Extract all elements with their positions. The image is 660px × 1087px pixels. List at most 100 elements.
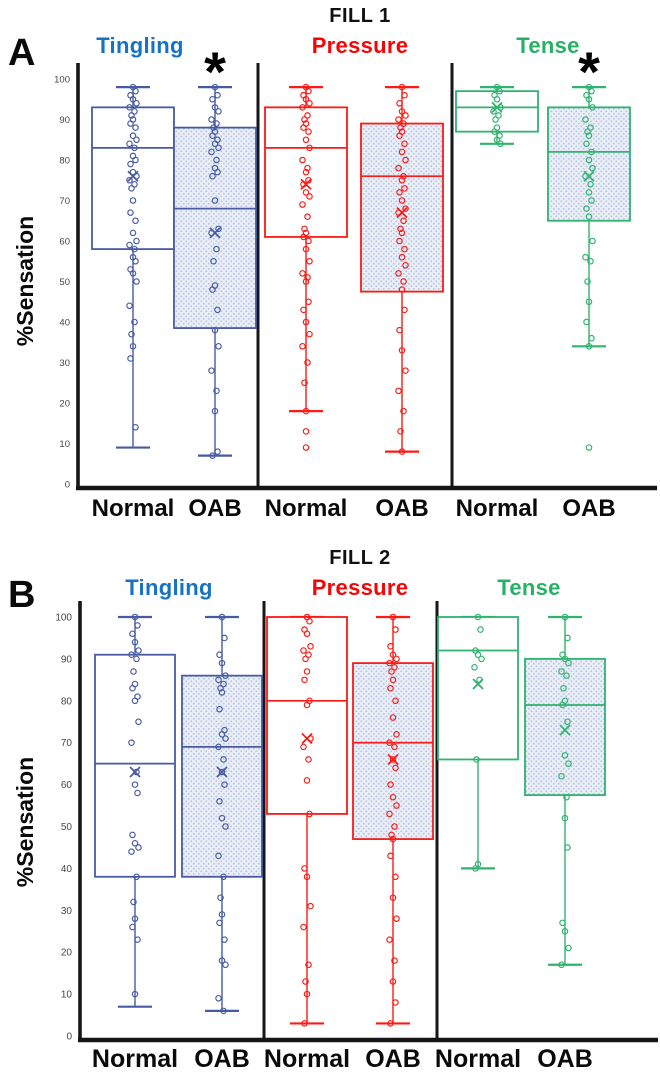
data-point — [302, 278, 310, 285]
data-point — [389, 793, 397, 801]
data-point — [135, 718, 142, 726]
data-point — [565, 760, 572, 767]
data-point — [211, 197, 219, 204]
data-point — [558, 772, 565, 780]
data-point — [221, 781, 228, 788]
data-point — [128, 185, 135, 192]
data-point — [131, 318, 138, 326]
data-point — [585, 156, 593, 164]
data-point — [402, 112, 409, 119]
data-point — [305, 651, 312, 658]
data-point — [585, 189, 593, 196]
data-point — [389, 714, 397, 721]
data-point — [559, 919, 566, 927]
data-point — [216, 798, 223, 805]
data-point — [209, 452, 216, 459]
data-point — [211, 326, 219, 334]
box-rect — [266, 616, 348, 815]
box-a-pressure-normal: Normal — [264, 83, 348, 522]
section-title-tense-b: Tense — [497, 575, 561, 600]
data-point — [387, 1020, 394, 1027]
data-point — [472, 865, 479, 872]
data-point — [132, 124, 139, 131]
data-point — [208, 116, 215, 123]
section-title-tingling-b: Tingling — [125, 575, 213, 600]
data-point — [585, 213, 593, 220]
mean-x-marker — [127, 170, 139, 182]
data-point — [128, 112, 135, 119]
data-point — [396, 326, 403, 334]
y-tick-label: 0 — [66, 1032, 72, 1043]
data-point — [474, 613, 482, 621]
data-point — [214, 91, 221, 99]
mean-x-marker — [396, 207, 408, 219]
data-point — [565, 944, 572, 952]
y-tick-label: 40 — [59, 318, 70, 329]
data-point — [386, 739, 393, 746]
data-point — [220, 680, 227, 688]
data-point — [492, 116, 499, 123]
data-point — [588, 87, 595, 95]
data-point — [587, 181, 594, 188]
data-point — [389, 894, 397, 902]
data-point — [131, 245, 138, 253]
data-point — [307, 643, 314, 650]
data-point — [396, 189, 403, 196]
category-label: OAB — [188, 495, 241, 522]
data-point — [126, 104, 133, 111]
data-point — [396, 100, 403, 107]
data-point — [306, 193, 313, 200]
data-point — [133, 278, 140, 285]
data-point — [589, 164, 596, 172]
data-point — [300, 233, 307, 241]
data-point — [213, 245, 220, 253]
data-point — [129, 229, 137, 237]
data-point — [398, 83, 406, 91]
data-point — [387, 852, 394, 860]
y-tick-label: 10 — [61, 990, 73, 1001]
data-point — [132, 424, 139, 431]
data-point — [131, 839, 139, 847]
data-point — [129, 270, 137, 277]
data-point — [401, 306, 408, 314]
data-point — [584, 278, 591, 285]
data-point — [126, 140, 133, 148]
data-point — [402, 205, 409, 212]
data-point — [215, 995, 222, 1002]
category-label: Normal — [265, 495, 348, 522]
data-point — [135, 647, 142, 654]
data-point — [132, 156, 139, 164]
data-point — [389, 978, 397, 985]
data-point — [131, 638, 139, 646]
data-point — [304, 213, 311, 220]
data-point — [395, 387, 402, 395]
outlier-point — [585, 444, 593, 451]
data-point — [211, 407, 219, 415]
data-point — [131, 697, 139, 705]
data-point — [133, 873, 140, 881]
data-point — [395, 164, 402, 172]
data-point — [221, 936, 228, 943]
box-b-tense-oab: OAB — [524, 613, 606, 1073]
y-tick-label: 0 — [65, 480, 70, 491]
data-point — [299, 156, 306, 164]
category-label: Normal — [264, 1045, 350, 1073]
data-point — [402, 262, 409, 269]
data-point — [397, 124, 404, 131]
data-point — [304, 274, 311, 281]
data-point — [398, 448, 406, 455]
data-point — [128, 739, 135, 746]
data-point — [299, 343, 306, 350]
data-point — [397, 225, 404, 233]
data-point — [214, 306, 221, 314]
data-point — [131, 990, 139, 998]
box-b-pressure-normal: Normal — [264, 613, 350, 1073]
data-point — [396, 132, 403, 139]
data-point — [391, 957, 398, 964]
y-tick-label: 50 — [61, 822, 73, 833]
data-point — [561, 814, 569, 822]
data-point — [209, 132, 216, 139]
data-point — [305, 128, 312, 135]
